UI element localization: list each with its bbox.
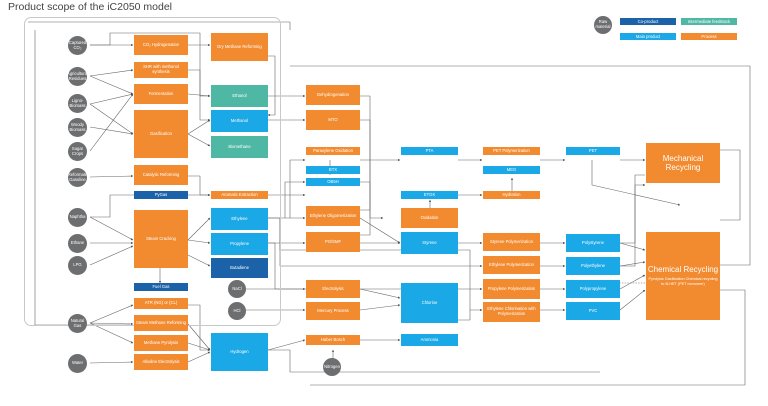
process-po-smf: PO/SMF <box>306 232 360 252</box>
raw-natural-gas: Natural Gas <box>68 314 87 333</box>
raw-reformate-gasoline: Reformate Gasoline <box>68 168 87 187</box>
product-styrene: Styrene <box>401 232 458 254</box>
raw-ethane: Ethane <box>68 234 87 253</box>
legend-raw-material: Raw material <box>594 16 612 34</box>
product-polypropylene: Polypropylene <box>566 280 620 298</box>
process-ethylene-oligomerization: Ethylene Oligomerization <box>306 206 360 226</box>
product-polyethylene: Polyethylene <box>566 257 620 275</box>
process-gasification: Gasification <box>134 110 188 158</box>
intermediate-biomethane: Biomethane <box>211 136 268 158</box>
process-paraxylene-oxidation: Paraxylene Oxidation <box>306 147 360 155</box>
raw-water: Water <box>68 354 87 373</box>
raw-ligno-biomass: Ligno-Biomass <box>68 94 87 113</box>
process-mercury: Mercury Process <box>306 302 360 320</box>
product-etox: ETOX <box>401 191 458 199</box>
process-co2-hydrogenation: CO₂ Hydrogenation <box>134 35 188 55</box>
product-btx: BTX <box>306 166 360 174</box>
coproduct-fuel-gas: Fuel Gas <box>134 283 188 291</box>
process-dehydrogenation: Dehydrogenation <box>306 85 360 105</box>
process-shr-methanol-synthesis: SHR with methanol synthesis <box>134 62 188 78</box>
diagram-title: Product scope of the iC2050 model <box>8 1 173 13</box>
product-meg: MEG <box>483 166 540 174</box>
process-styrene-polymerization: Styrene Polymerization <box>483 233 540 251</box>
process-steam-methane-reforming: Steam Methane Reforming <box>134 315 188 331</box>
product-methanol: Methanol <box>211 110 268 132</box>
product-propylene: Propylene <box>211 233 268 255</box>
legend-main-label: Main product <box>635 34 661 39</box>
process-fermentation: Fermentation <box>134 84 188 104</box>
raw-captured-co2: Captured CO₂ <box>68 36 87 55</box>
process-propylene-polymerization: Propylene Polymerization <box>483 279 540 299</box>
raw-naphtha: Naphtha <box>68 208 87 227</box>
product-ethylene: Ethylene <box>211 208 268 230</box>
process-catalytic-reforming: Catalytic Reforming <box>134 165 188 185</box>
legend-raw-label: Raw material <box>595 19 611 29</box>
process-methane-pyrolysis: Methane Pyrolysis <box>134 335 188 351</box>
product-ammonia: Ammonia <box>401 334 458 346</box>
process-haber-bosch: Haber Bosch <box>306 335 360 345</box>
process-atr: ATR (NG) or (CL) <box>134 298 188 309</box>
legend-process-label: Process <box>701 34 717 39</box>
raw-lpg: LPG <box>68 256 87 275</box>
product-hydrogen: Hydrogen <box>211 333 268 371</box>
raw-hcl: HCl <box>228 302 246 320</box>
process-mto: MTO <box>306 110 360 130</box>
process-ethylene-polymerization: Ethylene Polymerization <box>483 256 540 274</box>
legend-main-product: Main product <box>620 33 676 40</box>
product-pvc: PVC <box>566 302 620 320</box>
raw-nitrogen: Nitrogen <box>323 358 341 376</box>
process-oxidation: Oxidation <box>401 208 458 228</box>
process-hydration: Hydration <box>483 191 540 199</box>
product-ob5h: OB5H <box>306 178 360 186</box>
legend-intermediate-label: Intermediate feedstock <box>687 19 731 24</box>
raw-woody-biomass: Woody Biomass <box>68 118 87 137</box>
coproduct-butadiene: Butadiene <box>211 258 268 278</box>
legend-co-product: Co-product <box>620 18 676 25</box>
process-steam-cracking: Steam Cracking <box>134 210 188 268</box>
legend-process: Process <box>681 33 737 40</box>
chemical-recycling-title: Chemical Recycling <box>647 265 719 275</box>
chemical-recycling-detail: Pyrolysis Gasification Chemical recyclin… <box>648 277 718 287</box>
process-mechanical-recycling: Mechanical Recycling <box>646 143 720 183</box>
product-chlorine: Chlorine <box>401 283 458 323</box>
raw-agricultural-residues: Agricultural Residues <box>67 67 88 86</box>
product-pta: PTA <box>401 147 458 155</box>
raw-nacl: NaCl <box>228 280 246 298</box>
process-aromatic-extraction: Aromatic Extraction <box>211 191 268 199</box>
legend-coproduct-label: Co-product <box>637 19 659 24</box>
process-chemical-recycling: Chemical Recycling Pyrolysis Gasificatio… <box>646 232 720 320</box>
process-pet-polymerization: PET Polymerization <box>483 147 540 155</box>
coproduct-pygas: PyGas <box>134 191 188 199</box>
process-ethylene-chlorination: Ethylene Chlorination with Polymerizatio… <box>483 302 540 322</box>
product-pet: PET <box>566 147 620 155</box>
raw-sugar-crops: Sugar Crops <box>68 142 87 161</box>
product-polystyrene: Polystyrene <box>566 234 620 252</box>
process-water-electrolysis: Alkaline Electrolysis <box>134 354 188 370</box>
intermediate-ethanol: Ethanol <box>211 85 268 107</box>
legend-intermediate: Intermediate feedstock <box>681 18 737 25</box>
process-dry-methane-reforming: Dry Methane Reforming <box>211 33 268 61</box>
process-electrolysis: Electrolysis <box>306 280 360 298</box>
